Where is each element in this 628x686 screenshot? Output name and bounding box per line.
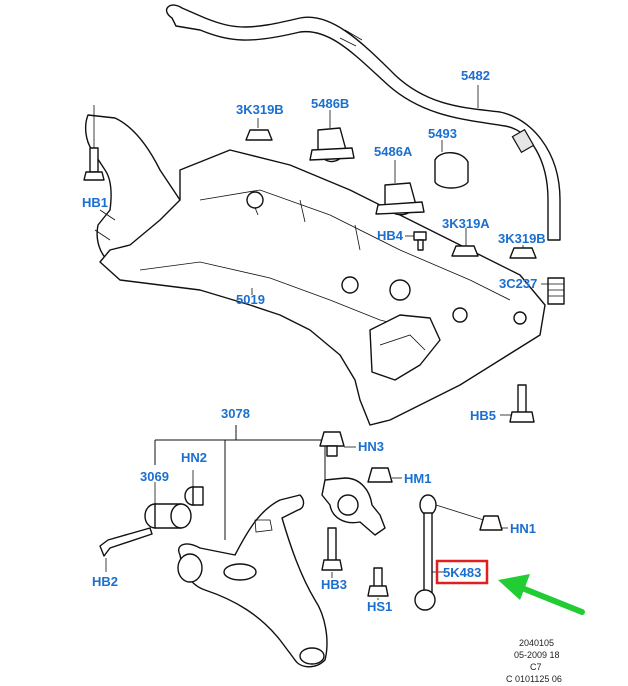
label-3k319b-top: 3K319B [236,102,284,117]
label-hb4: HB4 [377,228,404,243]
label-hb1: HB1 [82,195,108,210]
label-hn2: HN2 [181,450,207,465]
footer-line-4: C 0101125 06 [506,674,562,684]
subframe [84,114,546,426]
label-5k483: 5K483 [443,565,481,580]
upper-fasteners [83,127,565,423]
footer-line-1: 2040105 [519,638,554,648]
label-3c237: 3C237 [499,276,537,291]
footer-line-2: 05-2009 18 [514,650,560,660]
label-5493: 5493 [428,126,457,141]
label-hn1: HN1 [510,521,536,536]
lower-arm-assembly [99,425,393,668]
label-hn3: HN3 [358,439,384,454]
label-5019: 5019 [236,292,265,307]
green-arrow-icon [498,574,585,615]
label-3k319a: 3K319A [442,216,490,231]
label-5482: 5482 [461,68,490,83]
label-hb3: HB3 [321,577,347,592]
stabilizer-link [414,494,503,611]
stabilizer-bar [166,4,561,241]
label-3k319b-right: 3K319B [498,231,546,246]
footer-line-3: C7 [530,662,542,672]
leader-lines [93,85,548,600]
label-5486b: 5486B [311,96,349,111]
label-hs1: HS1 [367,599,392,614]
label-hm1: HM1 [404,471,431,486]
label-hb2: HB2 [92,574,118,589]
label-3078: 3078 [221,406,250,421]
label-3069: 3069 [140,469,169,484]
label-hb5: HB5 [470,408,496,423]
label-5486a: 5486A [374,144,413,159]
highlight-box [435,559,489,585]
